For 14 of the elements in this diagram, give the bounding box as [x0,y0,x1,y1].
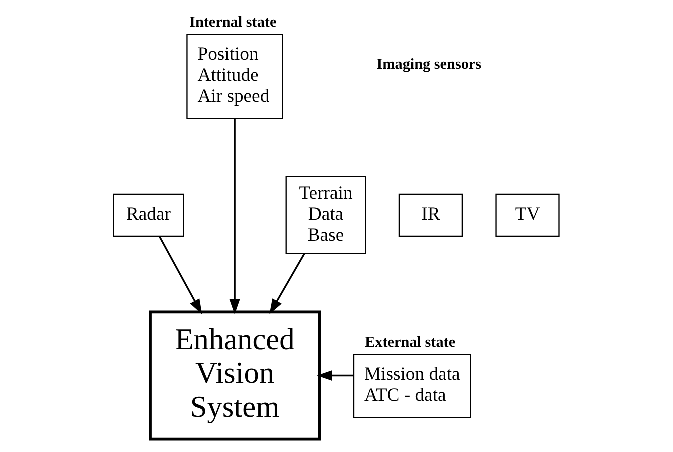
node-box: Enhanced Vision System [149,310,322,440]
node-label: External state [365,334,456,351]
arrow [317,370,354,381]
node-label: Internal state [190,13,277,30]
arrow [158,236,202,314]
node-box: Position Attitude Air speed [186,34,284,119]
label: Imaging sensors [376,55,482,72]
node-box: TV [496,193,560,236]
arrow [270,253,306,314]
node-box: Mission data ATC - data [353,354,472,418]
node-box: Terrain Data Base [286,176,366,254]
node-box: IR [398,193,464,236]
arrow [230,118,240,314]
node-box: Radar [113,193,184,236]
